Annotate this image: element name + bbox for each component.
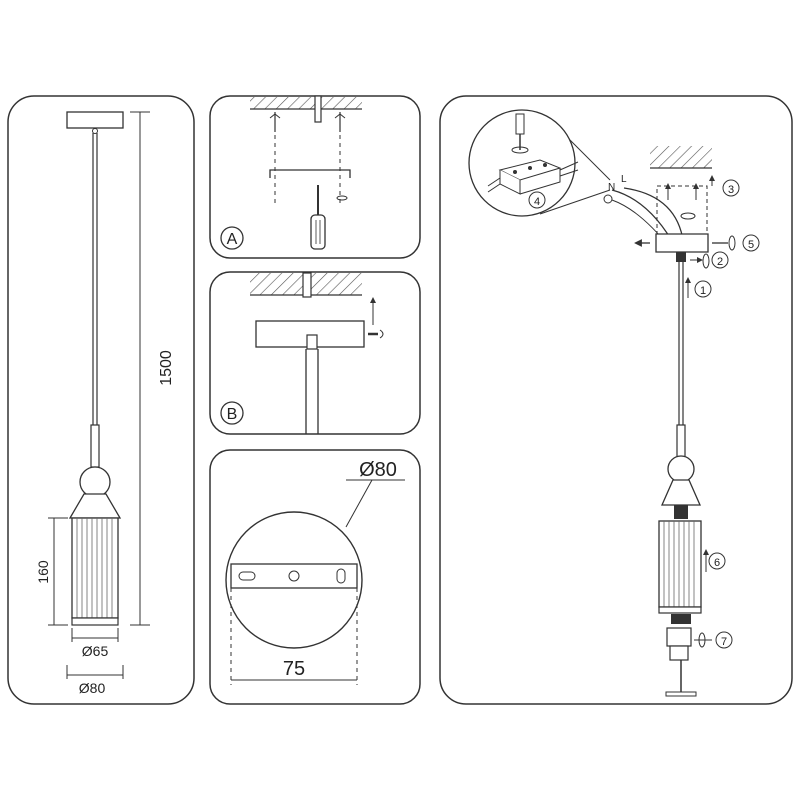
panel-dimensions: 1500 160 Ø65 Ø80 [7, 95, 195, 705]
step-4-label: 4 [534, 196, 540, 208]
screwdriver-icon [310, 185, 326, 250]
ribbed-shade [658, 520, 702, 614]
step-3-label: 3 [728, 184, 734, 196]
canopy [655, 233, 709, 253]
wire-connector-detail: 4 [468, 109, 611, 217]
ceiling [250, 97, 362, 109]
cone [68, 493, 122, 519]
panel-a: A [209, 95, 421, 259]
holder [90, 424, 100, 468]
ceiling [650, 146, 712, 168]
sphere [667, 455, 695, 483]
ribbed-shade [71, 517, 119, 626]
panel-b: B [209, 271, 421, 435]
panel-c: Ø80 75 [209, 449, 421, 705]
panel-assembly: 4 3 N L 5 2 1 [439, 95, 793, 705]
panel-b-label: B [227, 406, 238, 423]
dim-shade-diameter: Ø65 [82, 643, 109, 659]
canopy [255, 320, 365, 348]
dim-plate-diameter: Ø80 [359, 459, 397, 481]
dim-base-diameter: Ø80 [79, 680, 106, 696]
canopy [66, 111, 124, 129]
step-5-label: 5 [748, 239, 754, 251]
wire-n-label: N [608, 182, 615, 193]
wire-l-label: L [621, 174, 627, 185]
step-2-label: 2 [717, 256, 723, 268]
panel-a-label: A [227, 231, 238, 248]
sphere [79, 466, 111, 498]
bracket [269, 169, 351, 178]
dim-shade-height: 160 [35, 560, 51, 584]
step-1-label: 1 [700, 285, 706, 297]
dim-hole-spacing: 75 [283, 658, 305, 680]
step-6-label: 6 [714, 557, 720, 569]
cone [661, 479, 701, 506]
dim-total-height: 1500 [158, 350, 175, 386]
step-7-label: 7 [721, 636, 727, 648]
